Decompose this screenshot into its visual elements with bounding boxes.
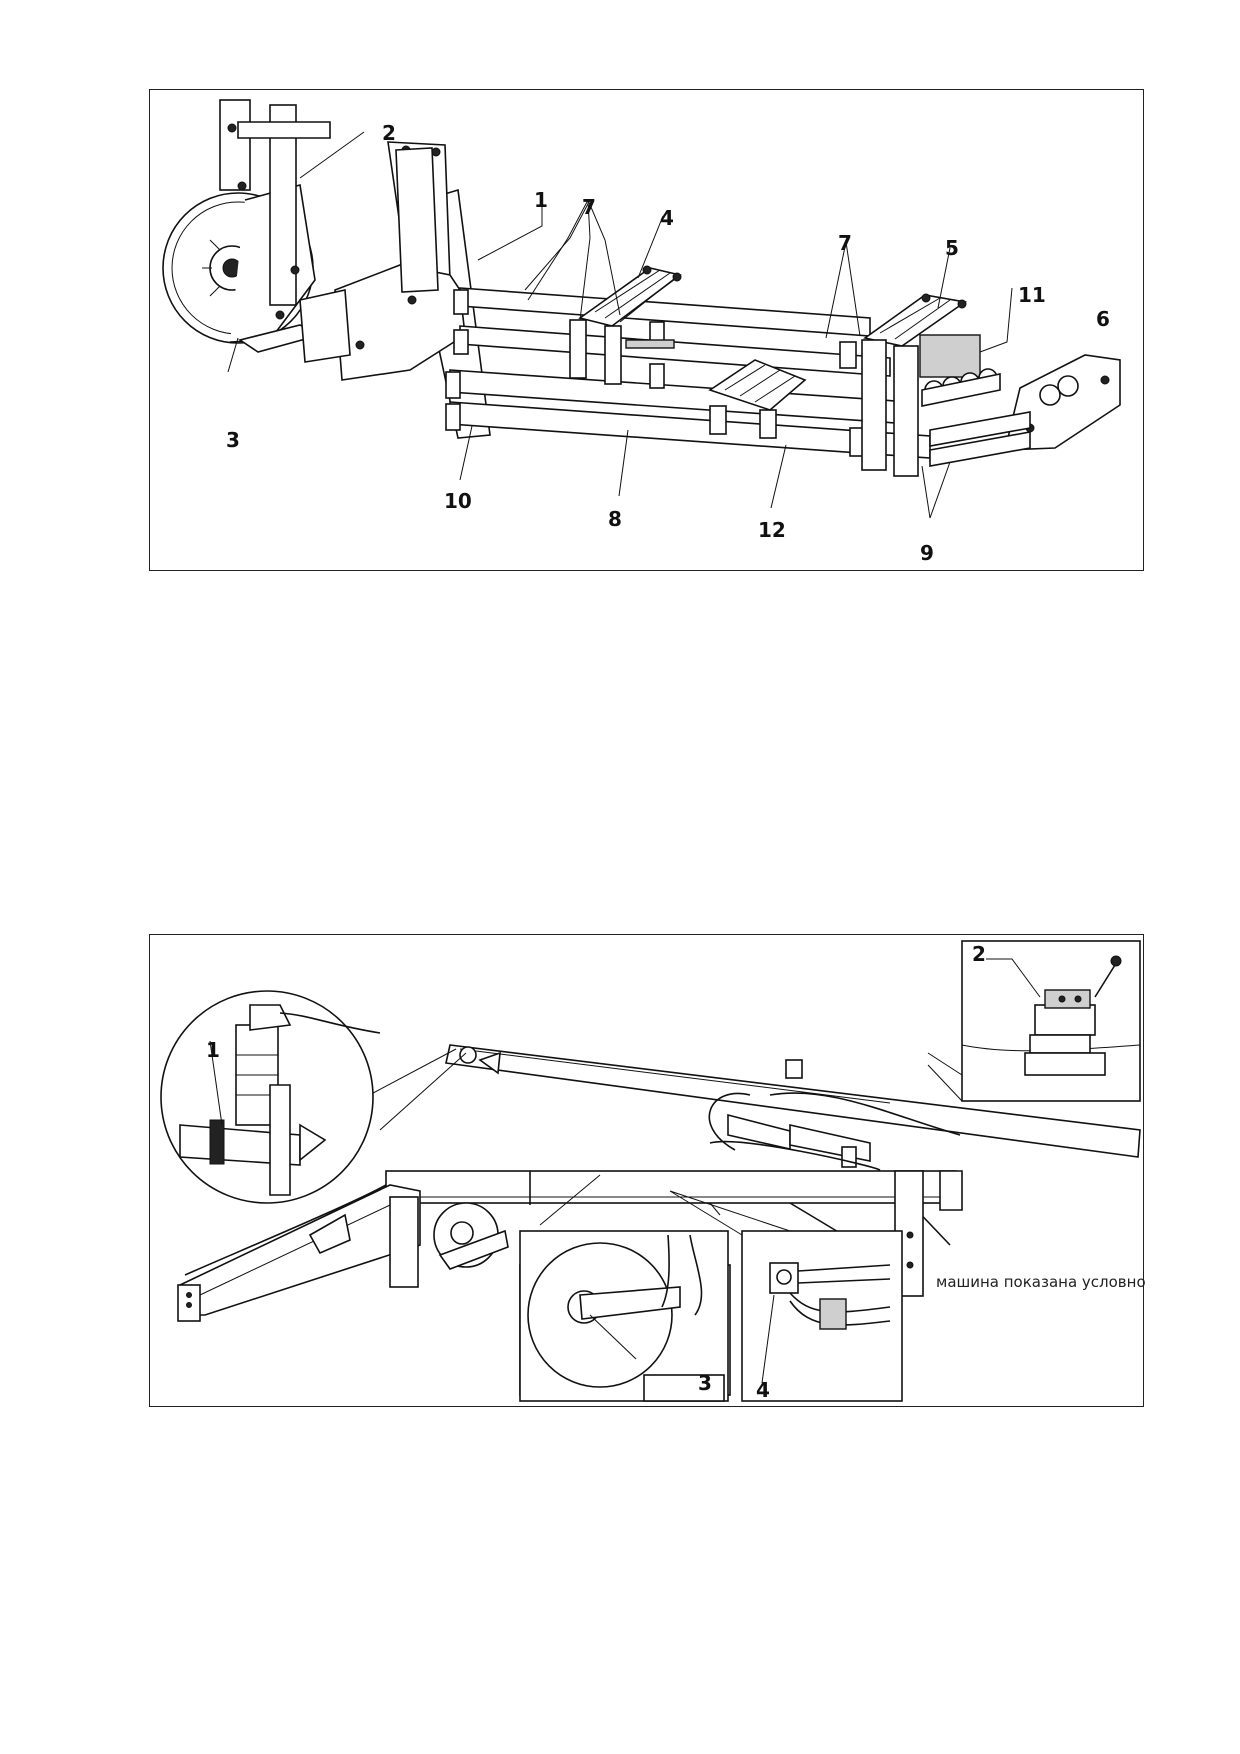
callout-1: 1 [534,188,548,212]
callout-6: 6 [1096,307,1110,331]
callout-8: 8 [608,507,622,531]
fan-wheel [433,1202,509,1270]
figure-1-drive-assembly: 1 2 3 4 5 6 7 7 8 9 10 11 12 [149,89,1144,571]
hydraulic-cylinder [708,1092,961,1171]
drawbar [177,1184,421,1322]
inset-3-wheel [519,1174,731,1402]
fig2-caption: машина показана условно [936,1273,1145,1291]
inset-1-circle [160,990,467,1204]
main-frame [385,1170,963,1297]
callout-7-right: 7 [838,231,852,255]
callout-9: 9 [920,541,934,565]
figure-2-machine-side-view: 1 2 3 4 машина показана условно [149,934,1145,1407]
callout-2: 2 [382,121,396,145]
fig2-callout-3: 3 [698,1371,712,1395]
callout-3: 3 [226,428,240,452]
carrier-frame-5 [861,293,1001,477]
fig2-callout-2: 2 [972,942,986,966]
callout-11: 11 [1018,283,1046,307]
tail-plate-6 [929,354,1121,467]
rear-plate [395,147,439,293]
callout-5: 5 [945,236,959,260]
carrier-frame-4 [569,265,682,385]
figure-1-drawing: 1 2 3 4 5 6 7 7 8 9 10 11 12 [162,99,1121,565]
callout-10: 10 [444,489,472,513]
callout-12: 12 [758,518,786,542]
callout-4: 4 [660,206,674,230]
fig2-callout-1: 1 [206,1038,220,1062]
callout-7-left: 7 [582,195,596,219]
figure-2-drawing: 1 2 3 4 машина показана условно [160,940,1145,1402]
fig2-callout-4: 4 [756,1378,770,1402]
inset-2-valve [927,940,1141,1102]
leader-lines [227,131,1013,519]
inset-4-fitting [669,1190,903,1402]
tube-bundles [445,287,931,459]
fan-housing [162,99,331,353]
